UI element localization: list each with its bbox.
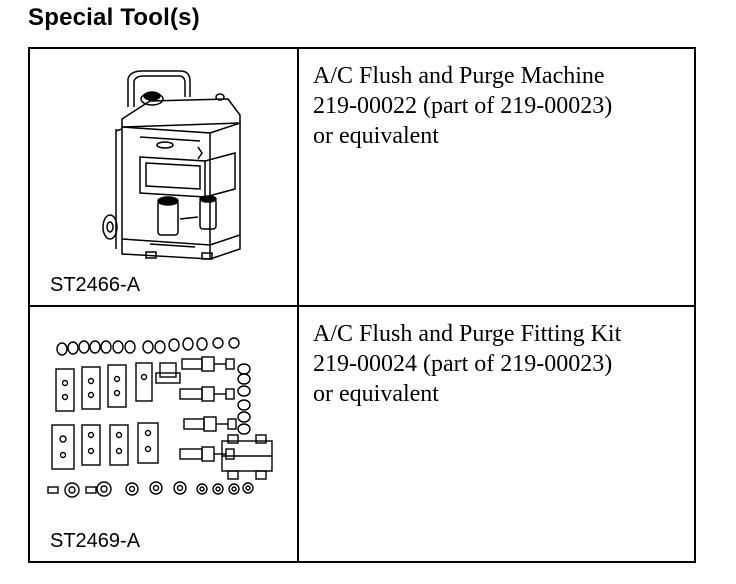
tool-description: A/C Flush and Purge Fitting Kit 219-0002… <box>299 307 694 561</box>
tool-reference-code: ST2466-A <box>50 274 141 296</box>
tool-reference-code: ST2469-A <box>50 530 141 552</box>
tool-image-cell: ST2469-A <box>30 307 299 561</box>
tool-equivalent-note: or equivalent <box>313 123 439 149</box>
ac-flush-machine-illustration <box>102 70 241 260</box>
tool-row: ST2469-A A/C Flush and Purge Fitting Kit… <box>30 307 694 561</box>
page-title: Special Tool(s) <box>28 4 200 31</box>
tool-description: A/C Flush and Purge Machine 219-00022 (p… <box>299 49 694 305</box>
tool-row: ST2466-A A/C Flush and Purge Machine 219… <box>30 49 694 307</box>
tool-image-cell: ST2466-A <box>30 49 299 305</box>
tool-part-number: 219-00024 (part of 219-00023) <box>313 351 613 377</box>
tool-name: A/C Flush and Purge Machine <box>313 63 605 89</box>
special-tools-table: ST2466-A A/C Flush and Purge Machine 219… <box>28 47 696 563</box>
tool-equivalent-note: or equivalent <box>313 381 439 407</box>
tool-part-number: 219-00022 (part of 219-00023) <box>313 93 613 119</box>
fitting-kit-illustration <box>47 337 273 498</box>
tool-name: A/C Flush and Purge Fitting Kit <box>313 321 622 347</box>
